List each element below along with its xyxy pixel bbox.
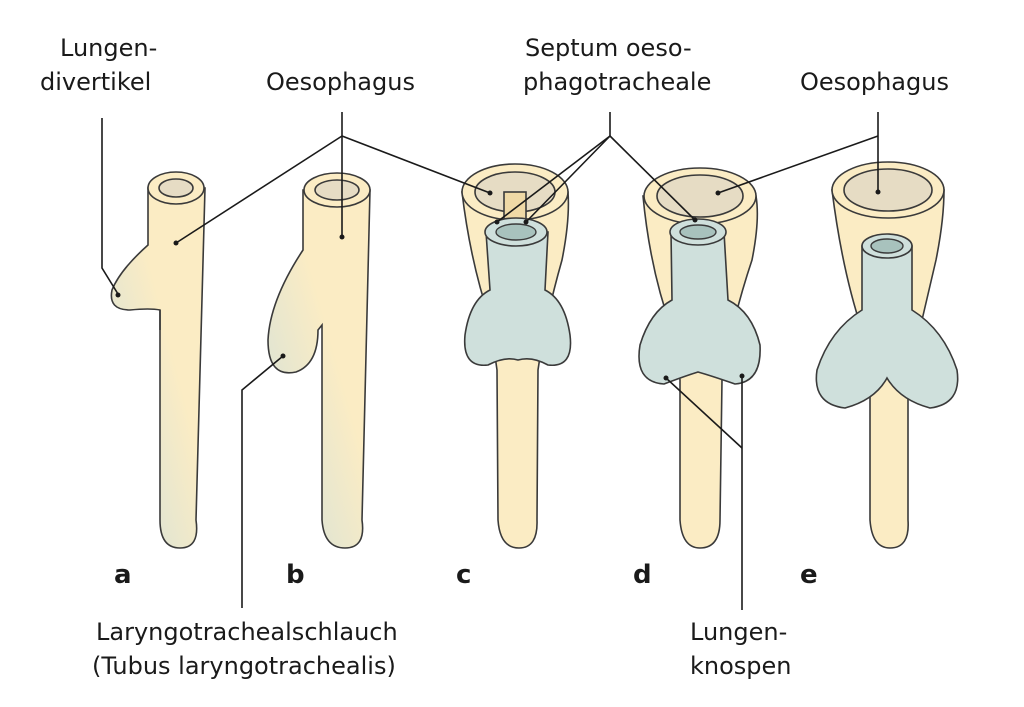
label-septum-2: phagotracheale (523, 68, 711, 96)
label-laryngotracheal-1: Laryngotrachealschlauch (96, 618, 398, 646)
label-oesophagus-left: Oesophagus (266, 68, 415, 96)
label-lungenknospen-2: knospen (690, 652, 792, 680)
label-oesophagus-right: Oesophagus (800, 68, 949, 96)
stage-label-e: e (800, 560, 818, 590)
label-lungendivertikel-1: Lungen- (60, 34, 157, 62)
label-septum-1: Septum oeso- (525, 34, 692, 62)
stage-d-drawing (638, 167, 761, 549)
label-laryngotracheal-2: (Tubus laryngotrachealis) (92, 652, 396, 680)
stage-label-b: b (286, 560, 305, 590)
stage-c-drawing (461, 163, 572, 549)
stage-label-d: d (633, 560, 652, 590)
stage-a-drawing (110, 171, 206, 549)
leader-lines (101, 112, 879, 610)
stage-e-drawing (815, 161, 959, 549)
stage-label-c: c (456, 560, 471, 590)
leader-dots (115, 189, 881, 381)
label-lungendivertikel-2: divertikel (40, 68, 151, 96)
stage-label-a: a (114, 560, 132, 590)
label-lungenknospen-1: Lungen- (690, 618, 787, 646)
stage-b-drawing (267, 172, 371, 549)
